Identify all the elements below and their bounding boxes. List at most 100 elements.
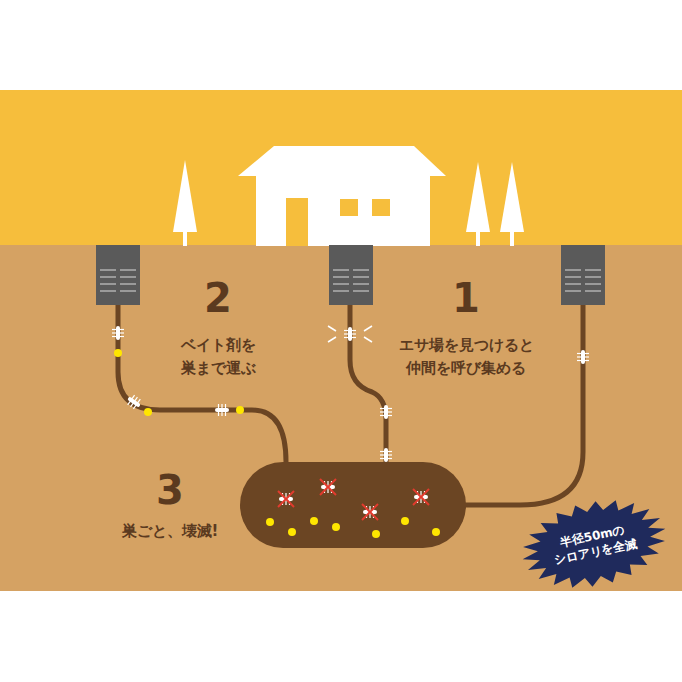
station-slots [100,270,601,291]
cross [320,479,336,495]
step-number: 3 [140,470,200,510]
bait-dot [332,523,340,531]
termite-legs [380,458,392,459]
slot [120,276,136,278]
tree-trunk [183,230,187,246]
dead-termite [362,504,378,520]
house-window [340,199,358,216]
slot [565,283,581,285]
slot [353,283,369,285]
termite-legs [380,411,392,412]
step-text: ベイト剤を 巣まで運ぶ [163,334,273,379]
slot [565,276,581,278]
slot [353,276,369,278]
termite [125,393,143,411]
slot [333,269,349,271]
tree-trunk [476,230,480,246]
slot [353,290,369,292]
termite-legs [577,353,589,354]
tunnel [350,305,386,466]
termite-legs [380,454,392,455]
slot [100,290,116,292]
house-window [372,199,390,216]
slot [333,290,349,292]
slot [120,269,136,271]
bait-stations [96,245,605,305]
starburst-shape [514,488,674,600]
house-roof [238,146,446,176]
slot [565,269,581,271]
cross [362,504,378,520]
termite-legs [221,404,222,416]
house-door [286,198,308,246]
cross [362,504,378,520]
tree [500,162,524,232]
bait-dot [372,530,380,538]
tree [173,160,197,232]
termite [112,326,124,340]
cross [413,489,429,505]
spark-line [364,326,372,331]
termite-legs [344,330,356,331]
slot [100,276,116,278]
spark-line [328,337,336,342]
tree [466,162,490,232]
dead-termite [320,479,336,495]
termite [380,448,392,462]
slot [333,276,349,278]
termite-legs [380,451,392,452]
bait-dot [114,349,122,357]
slot [100,269,116,271]
bait-station [96,245,140,305]
slot [585,290,601,292]
termite [380,405,392,419]
slot [100,283,116,285]
bait-dot [432,528,440,536]
spark-line [328,326,336,331]
discovery-spark [328,326,372,342]
bait-dots [114,349,440,538]
termite-legs [344,333,356,334]
slot [585,269,601,271]
termite-legs [225,404,226,416]
termite-legs [112,336,124,337]
slot [120,283,136,285]
bait-dot [310,517,318,525]
slot [120,290,136,292]
termite-legs [344,337,356,338]
dead-termite [413,489,429,505]
termite-legs [577,360,589,361]
termite-legs [380,415,392,416]
bait-dot [144,408,152,416]
cross [320,479,336,495]
termite [344,327,356,341]
cross [278,491,294,507]
bait-dot [236,406,244,414]
bait-dot [401,517,409,525]
slot [585,276,601,278]
slot [565,290,581,292]
slot [353,269,369,271]
termite-legs [112,332,124,333]
termites [112,326,589,520]
termite-legs [380,408,392,409]
slot [333,283,349,285]
spark-line [364,337,372,342]
step-number: 2 [188,278,248,318]
bait-dot [266,518,274,526]
step-number: 1 [436,278,496,318]
bait-dot [288,528,296,536]
tree-trunk [510,230,514,246]
step-text: エサ場を見つけると 仲間を呼び集める [381,334,551,379]
bait-station [561,245,605,305]
sky-band [0,90,682,246]
termite-legs [112,329,124,330]
termite [577,350,589,364]
cross [278,491,294,507]
bait-station [329,245,373,305]
slot [585,283,601,285]
termite-legs [577,356,589,357]
termite-nest [240,462,466,548]
house-body [256,174,430,246]
